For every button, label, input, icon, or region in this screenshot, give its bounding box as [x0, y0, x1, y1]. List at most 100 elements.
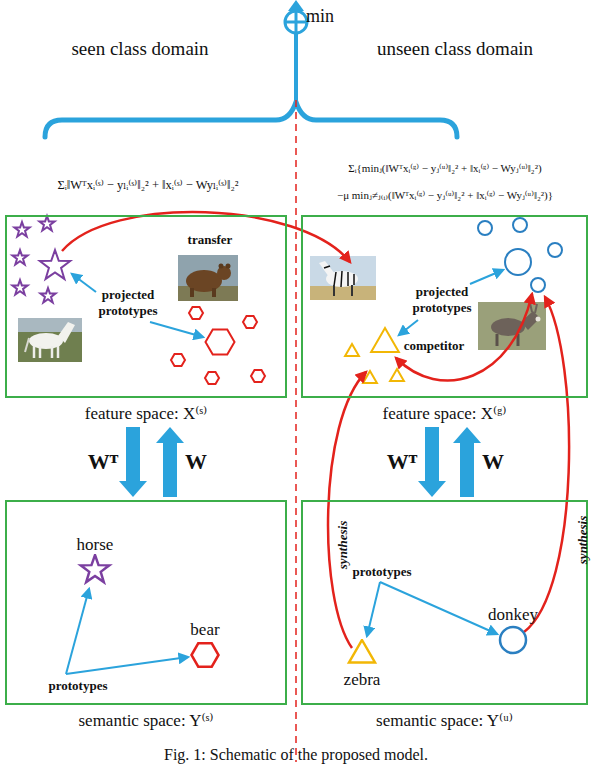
bear-photo	[178, 255, 238, 301]
hex-shape	[192, 643, 219, 666]
class-name: bear	[173, 621, 237, 639]
space-label: feature space: X⁽ˢ⁾	[5, 403, 287, 424]
zebra-photo-part	[334, 272, 336, 286]
projected-circle-part	[548, 243, 562, 257]
projected-circle	[478, 218, 562, 292]
annotation-label: projected prototypes	[403, 284, 481, 316]
relation-arrow-part	[524, 297, 569, 632]
class-name: donkey	[478, 606, 548, 624]
zebra-photo-part	[333, 285, 335, 296]
bear-photo-part	[219, 264, 224, 269]
horse-photo-part	[57, 346, 60, 358]
min-arrow-part	[295, 11, 298, 33]
leader-line-part	[150, 322, 203, 337]
zebra-photo-part	[319, 261, 335, 277]
objective-label: min	[306, 5, 334, 27]
horse-photo-part	[33, 346, 36, 358]
projection-arrow	[119, 427, 147, 497]
projection-label: Wᵀ	[387, 449, 417, 475]
prototype-star: horse	[63, 536, 127, 586]
projection-label: W	[482, 449, 504, 475]
domain-divider	[295, 100, 297, 762]
zebra-photo-part	[351, 285, 353, 296]
circle-shape	[500, 627, 526, 653]
projected-hexagon-part	[251, 370, 265, 382]
prototype-hexagon-outline	[173, 639, 237, 671]
donkey-photo-part	[535, 304, 537, 313]
horse-photo-part	[51, 346, 54, 358]
projected-star-part	[14, 222, 29, 236]
projected-circle-part	[478, 221, 492, 235]
domain-title: unseen class domain	[377, 37, 533, 60]
projected-star-part	[12, 250, 27, 264]
relation-arrow	[62, 212, 569, 648]
arrow-label: transfer	[188, 232, 233, 248]
arrow-label: synthesis	[575, 516, 591, 564]
min-arrow-part	[285, 11, 307, 33]
leader-line-part	[380, 582, 497, 634]
annotation-label: prototypes	[353, 564, 412, 580]
projected-hexagon	[171, 307, 265, 384]
star-shape	[81, 555, 110, 582]
min-arrow-part	[294, 34, 298, 101]
loss-equation: −μ minⱼ≠ⱼ₍ᵢ₎(‖Wᵀxᵢ⁽ᵍ⁾ − yⱼ⁽ᵘ⁾‖₂² + ‖xᵢ⁽ᵍ…	[299, 189, 591, 202]
projection-arrow	[156, 427, 184, 497]
zebra-photo-part	[310, 256, 376, 300]
projected-circle-part	[531, 278, 545, 292]
relation-arrow-part	[62, 212, 350, 262]
horse-photo-part	[18, 318, 82, 362]
projected-star-part	[39, 216, 54, 230]
bear-photo-part	[178, 255, 238, 301]
min-arrow-part	[288, 0, 304, 11]
loss-equation: Σᵢ{minⱼ(‖Wᵀxᵢ⁽ᵍ⁾ − yⱼ⁽ᵘ⁾‖₂² + ‖xᵢ⁽ᵍ⁾ − W…	[299, 162, 591, 175]
leader-line-part	[72, 274, 96, 292]
relation-arrow-part	[328, 372, 366, 648]
projected-triangle	[345, 328, 404, 383]
zebra-photo-part	[324, 266, 330, 268]
tri-shape	[349, 640, 375, 663]
projected-triangle-part	[371, 328, 399, 352]
projected-circle-part	[505, 249, 531, 275]
donkey-photo-part	[536, 317, 541, 322]
min-arrow	[285, 0, 307, 101]
projected-star-part	[12, 280, 27, 294]
projected-hexagon-part	[243, 316, 257, 328]
projected-circle-part	[513, 218, 527, 232]
space-label: semantic space: Y⁽ˢ⁾	[5, 710, 287, 731]
projected-triangle-part	[345, 344, 359, 356]
loss-equation: Σᵢ‖Wᵀxᵢ⁽ˢ⁾ − yₗᵢ⁽ˢ⁾‖₂² + ‖xᵢ⁽ˢ⁾ − Wyₗᵢ⁽ˢ…	[3, 178, 293, 193]
leader-line	[66, 270, 503, 674]
horse-photo-part	[25, 338, 29, 352]
projected-star	[12, 216, 70, 302]
zebra-photo-part	[341, 271, 342, 287]
projection-label: W	[185, 449, 207, 475]
leader-line-part	[399, 320, 418, 335]
annotation-label: prototypes	[49, 678, 108, 694]
projection-label: Wᵀ	[88, 449, 118, 475]
space-frame	[5, 500, 287, 705]
prototype-triangle: zebra	[327, 639, 397, 689]
class-name: horse	[63, 536, 127, 554]
feature-space-box: feature space: X⁽ˢ⁾	[5, 215, 287, 424]
curly-brace	[45, 102, 457, 137]
horse-photo-part	[58, 322, 75, 343]
prototype-circle-outline	[478, 624, 548, 656]
prototype-star-outline	[63, 554, 127, 586]
class-name: zebra	[327, 671, 397, 689]
zebra-photo-part	[347, 272, 349, 286]
zebra-photo-part	[353, 274, 355, 285]
projection-arrow	[453, 427, 481, 497]
feature-space-box: feature space: X⁽ᵍ⁾	[301, 215, 588, 424]
space-label: semantic space: Y⁽ᵘ⁾	[301, 710, 588, 731]
zebra-photo	[310, 256, 376, 300]
domain-title: seen class domain	[71, 37, 208, 60]
projected-hexagon-part	[171, 354, 185, 366]
horse-photo-part	[39, 346, 42, 358]
prototype-hexagon: bear	[173, 621, 237, 671]
space-label: feature space: X⁽ᵍ⁾	[301, 403, 588, 424]
annotation-label: projected prototypes	[89, 287, 167, 319]
projected-star-part	[40, 288, 55, 302]
projected-triangle-part	[390, 369, 404, 381]
